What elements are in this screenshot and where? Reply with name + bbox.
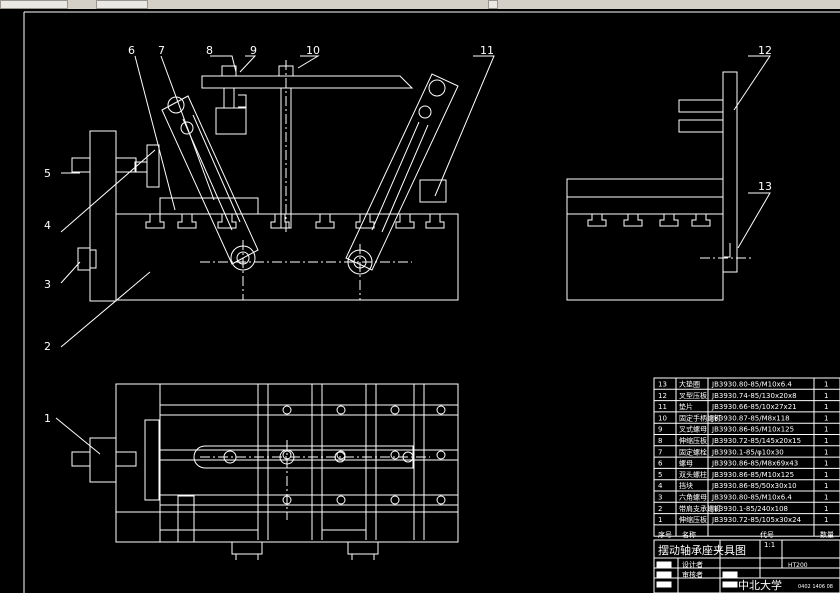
designer-label: 设计者 <box>682 560 703 569</box>
bom-header-code: 代号 <box>760 530 774 539</box>
bom-cell-qty: 1 <box>824 494 828 502</box>
cad-drawing-canvas: 6 7 8 9 10 11 5 4 3 2 1 12 13 13大垫圈JB393… <box>23 11 840 593</box>
material-value: HT200 <box>788 562 808 569</box>
drawing-title: 摆动轴承座夹具图 <box>658 543 746 557</box>
callout-labels: 6 7 8 9 10 11 5 4 3 2 1 12 13 <box>44 44 772 425</box>
scale-value: 1:1 <box>764 541 775 549</box>
title-block: 摆动轴承座夹具图 1:1 HT200 设计者 审核者 中北大学 0402 140… <box>653 539 840 593</box>
bom-cell-no: 9 <box>658 426 662 434</box>
bom-cell-name: 叉型压板 <box>679 391 707 400</box>
toolbar-button[interactable] <box>488 0 498 9</box>
bom-cell-no: 11 <box>658 403 667 411</box>
toolbar-field[interactable] <box>96 0 148 9</box>
callout-3: 3 <box>44 278 51 291</box>
callout-4: 4 <box>44 219 51 232</box>
bom-cell-name: 螺母 <box>679 459 693 468</box>
callout-8: 8 <box>206 44 213 57</box>
bom-cell-name: 固定手柄螺钉 <box>679 413 721 422</box>
right-link <box>345 73 459 271</box>
bom-cell-qty: 1 <box>824 505 828 513</box>
bom-cell-qty: 1 <box>824 437 828 445</box>
callout-2: 2 <box>44 340 51 353</box>
side-plate-vertical <box>722 71 738 273</box>
bom-cell-code: JB3930.86-85/M10x125 <box>711 426 794 434</box>
top-lever <box>201 75 414 89</box>
bom-cell-code: JB3930.74-85/130x20x8 <box>711 392 797 400</box>
bom-cell-name: 双头螺柱 <box>679 470 707 479</box>
bom-cell-no: 13 <box>658 381 667 389</box>
support-block <box>159 197 259 215</box>
callout-9: 9 <box>250 44 257 57</box>
bom-cell-code: JB3930.80-85/M10x6.4 <box>711 494 792 502</box>
callout-6: 6 <box>128 44 135 57</box>
bom-cell-qty: 1 <box>824 381 828 389</box>
callout-7: 7 <box>158 44 165 57</box>
callout-12: 12 <box>758 44 772 57</box>
bom-cell-qty: 1 <box>824 392 828 400</box>
base-body <box>115 213 459 301</box>
bom-cell-name: 伸缩压板 <box>679 515 707 524</box>
bom-cell-name: 带肩支承螺钉 <box>679 504 721 513</box>
bom-cell-code: JB3930.72-85/105x30x24 <box>711 516 802 524</box>
bom-cell-name: 垫片 <box>679 402 693 411</box>
bom-cell-name: 六角螺母 <box>679 493 707 502</box>
bom-cell-qty: 1 <box>824 516 828 524</box>
bom-cell-no: 4 <box>658 482 663 490</box>
toolbar-field[interactable] <box>0 0 68 9</box>
bom-cell-no: 1 <box>658 516 662 524</box>
callout-13: 13 <box>758 180 772 193</box>
leader-lines <box>55 55 771 455</box>
bom-cell-qty: 1 <box>824 414 828 422</box>
drawing-number: 0402 1406 08 <box>798 584 833 590</box>
bom-cell-name: 叉式螺母 <box>679 425 707 434</box>
bom-cell-qty: 1 <box>824 460 828 468</box>
bom-cell-name: 固定螺栓 <box>679 447 707 456</box>
front-view <box>71 60 459 302</box>
bom-cell-code: JB3930.86-85/M10x125 <box>711 471 794 479</box>
bom-cell-no: 3 <box>658 494 662 502</box>
bom-cell-no: 8 <box>658 437 662 445</box>
side-plate <box>89 130 117 302</box>
left-link <box>161 95 259 265</box>
checker-label: 审核者 <box>682 570 703 579</box>
callout-10: 10 <box>306 44 320 57</box>
callout-11: 11 <box>480 44 494 57</box>
bom-cell-code: JB3930.86-85/50x30x10 <box>711 482 797 490</box>
drawing-frame <box>23 11 840 593</box>
bom-cell-no: 12 <box>658 392 667 400</box>
bom-cell-no: 6 <box>658 460 663 468</box>
cad-toolbar-strip <box>0 0 840 9</box>
bom-header-no: 序号 <box>658 530 672 539</box>
bom-cell-code: JB3930.1-85/240x108 <box>711 505 788 513</box>
bom-header-qty: 数量 <box>820 530 834 539</box>
bom-cell-qty: 1 <box>824 448 828 456</box>
bom-cell-code: JB3930.86-85/M8x69x43 <box>711 460 798 468</box>
bom-cell-qty: 1 <box>824 426 828 434</box>
bom-cell-qty: 1 <box>824 482 828 490</box>
bom-cell-no: 7 <box>658 448 662 456</box>
side-view <box>566 71 752 301</box>
bom-cell-code: JB3930.1-85/φ10x30 <box>711 448 784 456</box>
bom-cell-qty: 1 <box>824 471 828 479</box>
top-view-holes <box>282 405 446 505</box>
bom-cell-code: JB3930.72-85/145x20x15 <box>711 437 801 445</box>
bom-cell-name: 挡块 <box>679 481 693 490</box>
bom-cell-code: JB3930.87-85/M8x118 <box>711 414 790 422</box>
bom-cell-code: JB3930.66-85/10x27x21 <box>711 403 797 411</box>
callout-5: 5 <box>44 167 51 180</box>
bom-cell-no: 10 <box>658 414 667 422</box>
bom-cell-qty: 1 <box>824 403 828 411</box>
callout-1: 1 <box>44 412 51 425</box>
bom-cell-no: 2 <box>658 505 662 513</box>
bom-cell-no: 5 <box>658 471 662 479</box>
bom-cell-code: JB3930.80-85/M10x6.4 <box>711 381 792 389</box>
washer-block <box>419 179 447 203</box>
top-view <box>71 383 459 560</box>
school-name: 中北大学 <box>738 578 782 592</box>
bom-header-name: 名称 <box>682 530 696 539</box>
bom-cell-name: 大垫圈 <box>679 380 700 389</box>
bom-cell-name: 伸缩压板 <box>679 436 707 445</box>
top-lever-plan <box>193 445 414 469</box>
